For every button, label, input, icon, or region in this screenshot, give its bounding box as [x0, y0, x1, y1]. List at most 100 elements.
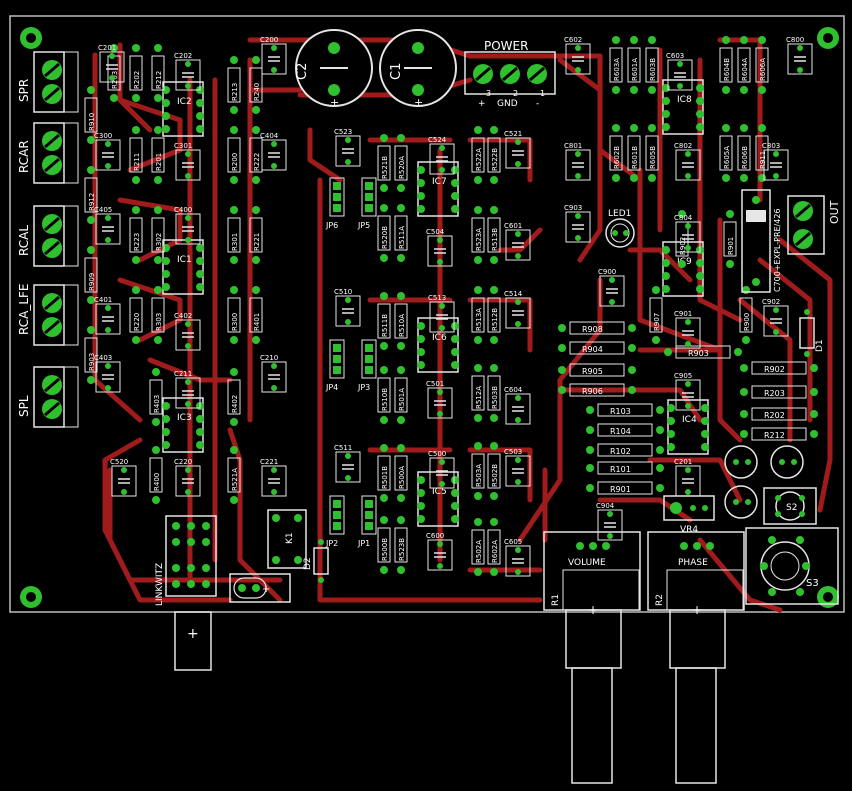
resistor-label: R402 [231, 395, 239, 413]
capacitor-label: C605 [504, 538, 522, 546]
ic-label: IC3 [177, 413, 192, 423]
capacitor [429, 301, 455, 333]
resistor-label: R510A [398, 314, 406, 337]
board-outline [9, 15, 845, 613]
relay-k1: K1 [267, 509, 307, 569]
resistor [471, 529, 485, 565]
resistor [227, 137, 241, 173]
resistor-label: R900 [743, 313, 751, 331]
ic-package [162, 81, 204, 137]
resistor [487, 217, 501, 253]
resistor [227, 457, 241, 493]
resistor [627, 47, 641, 83]
resistor [723, 221, 737, 257]
resistor [227, 297, 241, 333]
resistor [751, 385, 807, 399]
resistor-label: R513A [475, 308, 483, 331]
capacitor [427, 539, 453, 571]
resistor-label: R222 [253, 153, 261, 171]
power-pin-3: 3 [486, 89, 491, 98]
capacitor-label: C301 [174, 142, 192, 150]
capacitor [675, 379, 701, 411]
resistor [249, 67, 263, 103]
resistor-label: R223 [133, 233, 141, 251]
plus-sign: + [330, 96, 339, 109]
resistor-label: R512A [475, 386, 483, 409]
resistor-label: R602A [491, 540, 499, 563]
volume-label: VOLUME [568, 558, 606, 568]
linkwitz-label: LINKWITZ [155, 563, 165, 606]
capacitor-label: C900 [598, 268, 616, 276]
resistor-label: R906 [582, 387, 603, 396]
switch-s2: S2 [763, 487, 817, 525]
resistor-label: R602B [613, 146, 621, 169]
capacitor-label: C602 [564, 36, 582, 44]
resistor [227, 67, 241, 103]
capacitor-label: C400 [174, 206, 192, 214]
trimmer-vr4: VR4 [663, 495, 715, 535]
capacitor-label: C604 [504, 386, 523, 394]
s2-label: S2 [786, 503, 797, 513]
relay-label: K1 [285, 532, 295, 544]
resistor [609, 47, 623, 83]
resistor-label: R907 [653, 313, 661, 331]
resistor [737, 135, 751, 171]
resistor-label: R501A [398, 388, 406, 411]
linkwitz-header: LINKWITZ + [155, 515, 217, 671]
resistor-label: R511A [398, 226, 406, 249]
capacitor [175, 319, 201, 351]
resistor [149, 379, 163, 415]
capacitor [505, 137, 531, 169]
resistor [129, 137, 143, 173]
capacitor-label: C211 [174, 370, 192, 378]
resistor [377, 527, 391, 563]
capacitor [505, 545, 531, 577]
resistor [755, 135, 769, 171]
resistor-label: R604B [723, 58, 731, 81]
resistor-label: R503B [491, 386, 499, 409]
resistor-label: R908 [582, 325, 603, 334]
capacitor-label: C901 [674, 310, 692, 318]
out-terminal: OUT [787, 195, 841, 255]
capacitor-label: C601 [504, 222, 522, 230]
capacitor [667, 59, 693, 91]
capacitor [763, 149, 789, 181]
resistor [737, 47, 751, 83]
capacitor [175, 465, 201, 497]
capacitor [675, 149, 701, 181]
capacitor [427, 387, 453, 419]
capacitor-label: C523 [334, 128, 352, 136]
d2-label: D2 [303, 557, 313, 570]
resistor-label: R601B [631, 146, 639, 169]
resistor [471, 217, 485, 253]
capacitor-label: C504 [426, 228, 445, 236]
resistor [645, 47, 659, 83]
capacitor-label: C405 [94, 206, 112, 214]
capacitor-label: C220 [174, 458, 192, 466]
resistor-label: R201 [155, 153, 163, 171]
resistor [719, 47, 733, 83]
resistor-label: R521B [381, 156, 389, 179]
capacitor [261, 43, 287, 75]
power-pin-1: 1 [540, 89, 545, 98]
resistor [394, 303, 408, 339]
pot-phase: PHASE R2 + [647, 531, 745, 784]
resistor-label: R503A [475, 464, 483, 487]
phase-plus-mark: + [692, 603, 702, 617]
resistor-label: R221 [253, 233, 261, 251]
capacitor-label: C903 [564, 204, 582, 212]
resistor [377, 455, 391, 491]
ic-package [417, 317, 459, 373]
resistor-label: R522B [491, 148, 499, 171]
vr4-label: VR4 [680, 525, 698, 535]
phase-label: PHASE [678, 558, 708, 568]
capacitor-label: C202 [174, 52, 192, 60]
resistor [569, 363, 625, 377]
resistor-label: R512B [491, 308, 499, 331]
ic-label: IC6 [432, 333, 447, 343]
resistor-label: R303 [155, 313, 163, 331]
jumper [329, 339, 345, 379]
ic-label: IC7 [432, 177, 447, 187]
capacitor [335, 135, 361, 167]
